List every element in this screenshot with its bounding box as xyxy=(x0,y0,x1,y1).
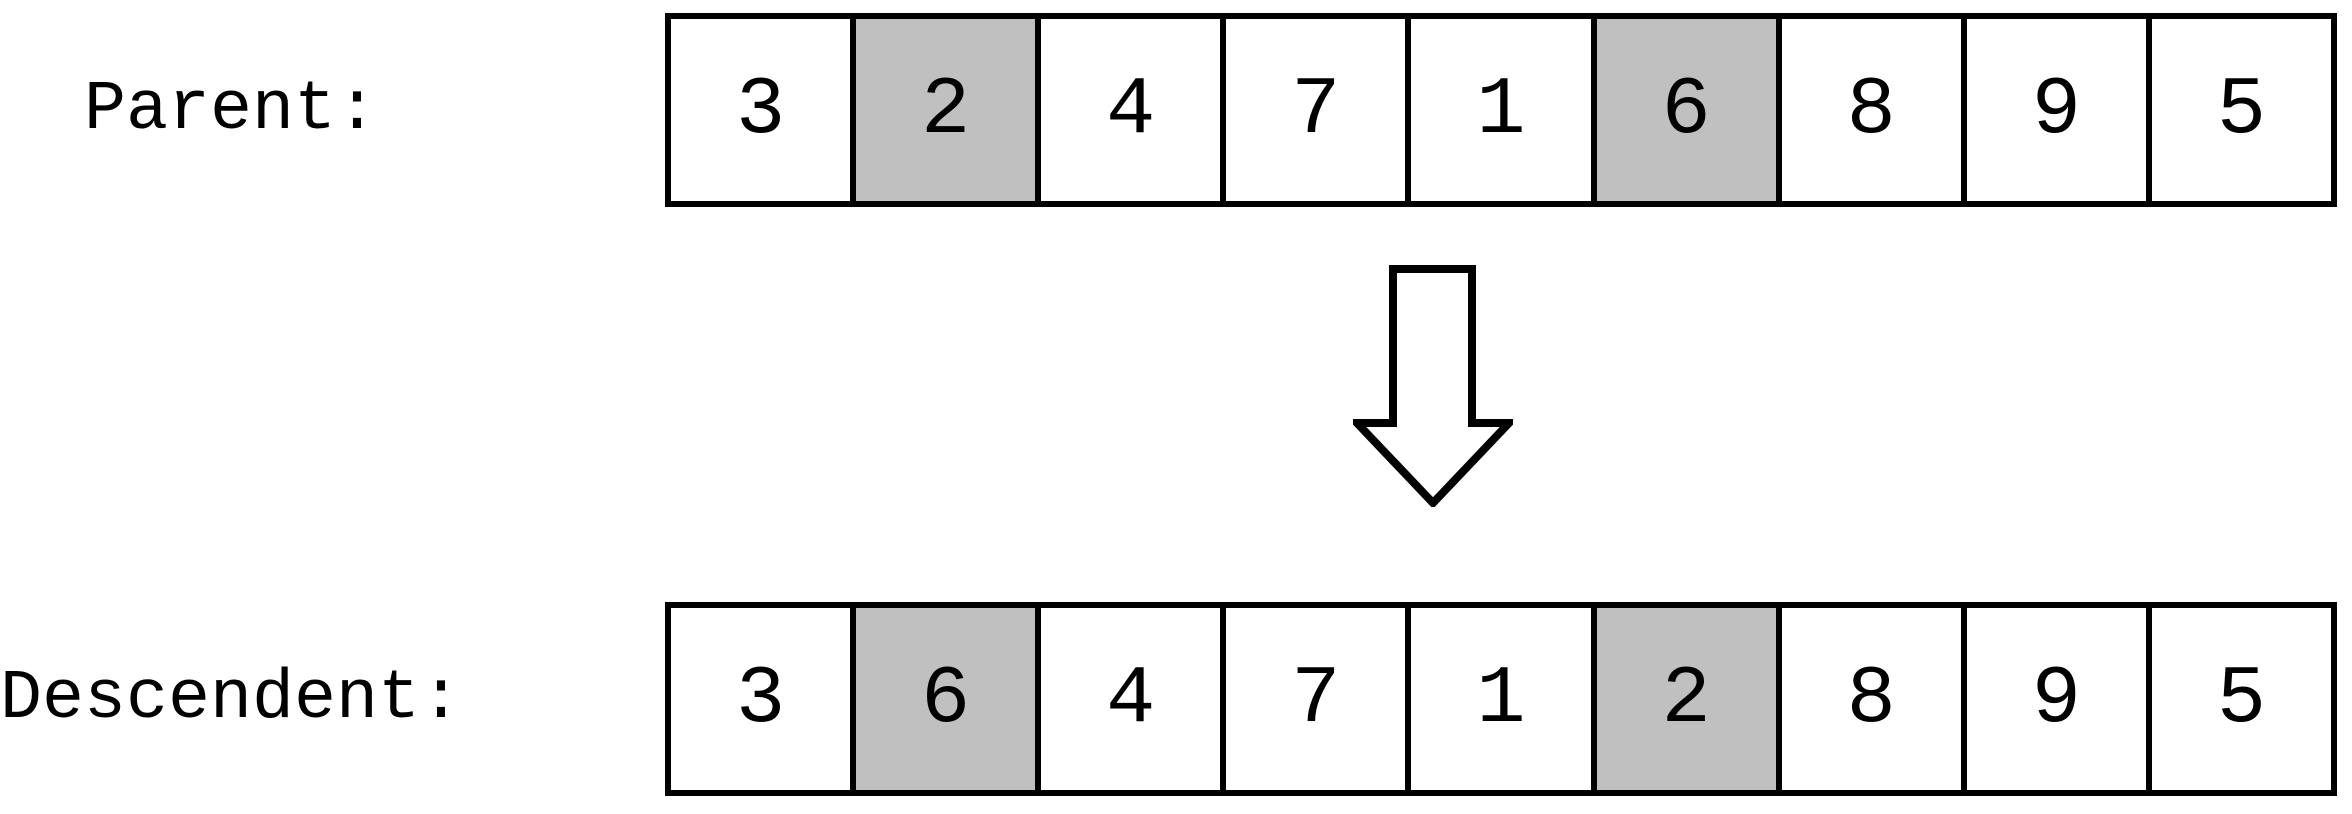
parent-cell-0: 3 xyxy=(671,19,851,201)
descendent-chromosome-row: 3 6 4 7 1 2 8 9 5 xyxy=(665,602,2337,796)
descendent-cell-4: 1 xyxy=(1405,608,1591,790)
descendent-cell-8: 5 xyxy=(2145,608,2331,790)
descendent-cell-1: 6 xyxy=(850,608,1036,790)
parent-label: Parent: xyxy=(0,13,462,207)
parent-cell-7: 9 xyxy=(1960,19,2146,201)
descendent-cell-6: 8 xyxy=(1775,608,1961,790)
parent-cell-5: 6 xyxy=(1590,19,1776,201)
parent-cell-4: 1 xyxy=(1405,19,1591,201)
descendent-label: Descendent: xyxy=(0,602,462,796)
descendent-cell-5: 2 xyxy=(1590,608,1776,790)
parent-cell-3: 7 xyxy=(1220,19,1406,201)
parent-label-text: Parent: xyxy=(83,70,379,150)
parent-cell-6: 8 xyxy=(1775,19,1961,201)
down-arrow-icon xyxy=(1353,265,1513,507)
descendent-label-text: Descendent: xyxy=(0,659,463,739)
parent-chromosome-row: 3 2 4 7 1 6 8 9 5 xyxy=(665,13,2337,207)
descendent-cell-7: 9 xyxy=(1960,608,2146,790)
descendent-cell-0: 3 xyxy=(671,608,851,790)
descendent-cell-2: 4 xyxy=(1035,608,1221,790)
parent-cell-1: 2 xyxy=(850,19,1036,201)
parent-cell-2: 4 xyxy=(1035,19,1221,201)
descendent-cell-3: 7 xyxy=(1220,608,1406,790)
parent-cell-8: 5 xyxy=(2145,19,2331,201)
